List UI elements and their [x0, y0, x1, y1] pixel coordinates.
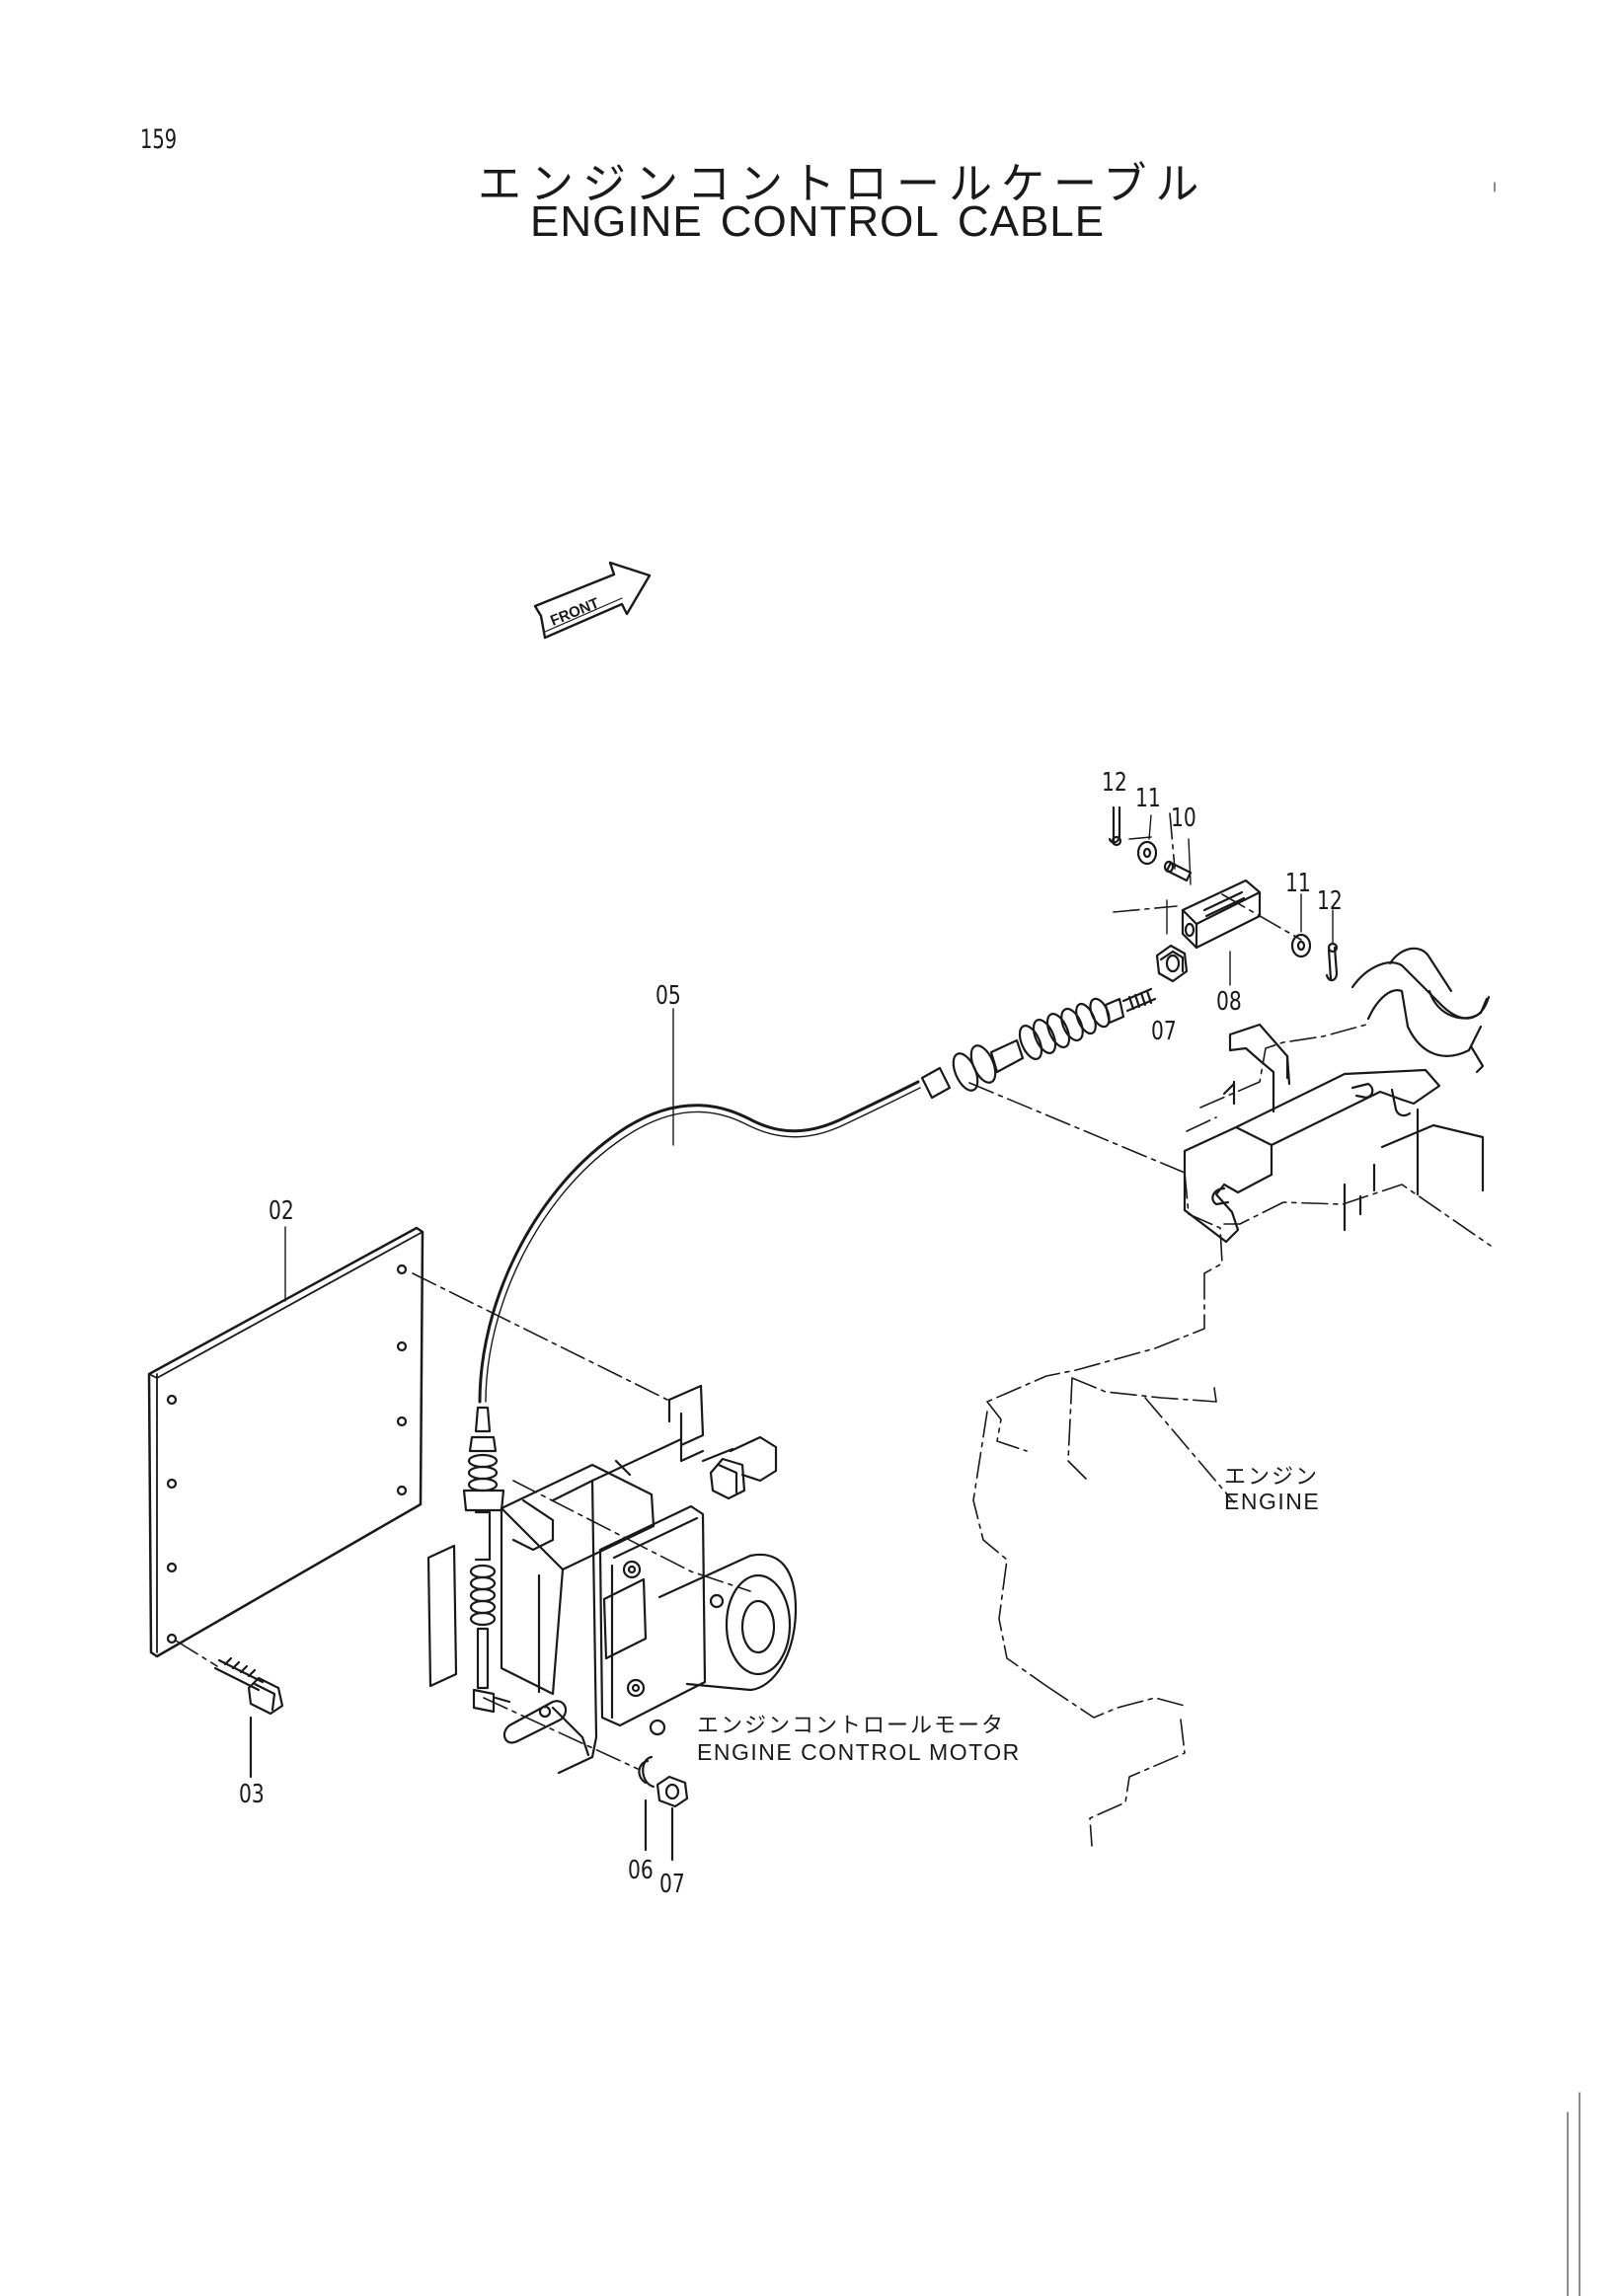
callout-03: 03	[239, 1780, 265, 1809]
centre-lines	[175, 812, 1302, 1770]
callout-12-lower: 12	[1317, 886, 1343, 916]
page-title-japanese: エンジンコントロールケーブル	[478, 159, 1208, 209]
callout-06: 06	[628, 1856, 654, 1885]
pin-10	[1163, 860, 1193, 882]
mounting-plate-02	[147, 1226, 424, 1658]
engine-outline	[972, 1024, 1492, 1847]
callout-11-lower: 11	[1285, 869, 1311, 898]
motor-label-english: ENGINE CONTROL MOTOR	[697, 1739, 1021, 1765]
callout-05: 05	[656, 981, 681, 1011]
bolt-03	[213, 1656, 284, 1779]
cotter-pin-12-upper	[1108, 805, 1122, 847]
callout-10: 10	[1171, 804, 1196, 833]
motor-label-japanese: エンジンコントロールモータ	[697, 1714, 1006, 1738]
margin-marks	[1494, 182, 1581, 2296]
callout-02: 02	[269, 1196, 294, 1226]
callout-11-upper: 11	[1135, 784, 1161, 813]
callout-07-lower: 07	[659, 1870, 685, 1899]
rod-end-08	[1181, 879, 1262, 950]
engine-control-motor	[500, 1457, 798, 1736]
nut-07-upper	[1155, 944, 1189, 983]
nut-07-lower	[656, 1775, 689, 1862]
washer-11-upper	[1136, 840, 1158, 866]
callout-12-upper: 12	[1102, 768, 1127, 798]
control-cable-05	[462, 987, 1157, 1757]
callout-07-upper: 07	[1151, 1017, 1177, 1046]
cotter-pin-12-lower	[1325, 942, 1339, 982]
circlip-06	[638, 1755, 656, 1852]
motor-bracket	[426, 1384, 705, 1775]
front-arrow: FRONT	[533, 561, 652, 640]
title-word-2: CONTROL	[720, 197, 940, 246]
bracket-bolt	[701, 1435, 778, 1483]
page-number: 159	[140, 124, 178, 155]
title-word-1: ENGINE	[530, 197, 703, 246]
engine-label-japanese: エンジン	[1224, 1465, 1320, 1490]
washer-11-lower	[1290, 933, 1312, 958]
engine-throttle-bracket	[1183, 947, 1491, 1244]
leader-lines	[284, 814, 1334, 1302]
callout-08: 08	[1216, 987, 1242, 1017]
page-title-english: ENGINE CONTROL CABLE	[530, 197, 1122, 247]
title-word-3: CABLE	[957, 197, 1106, 246]
engine-label-english: ENGINE	[1224, 1489, 1321, 1514]
